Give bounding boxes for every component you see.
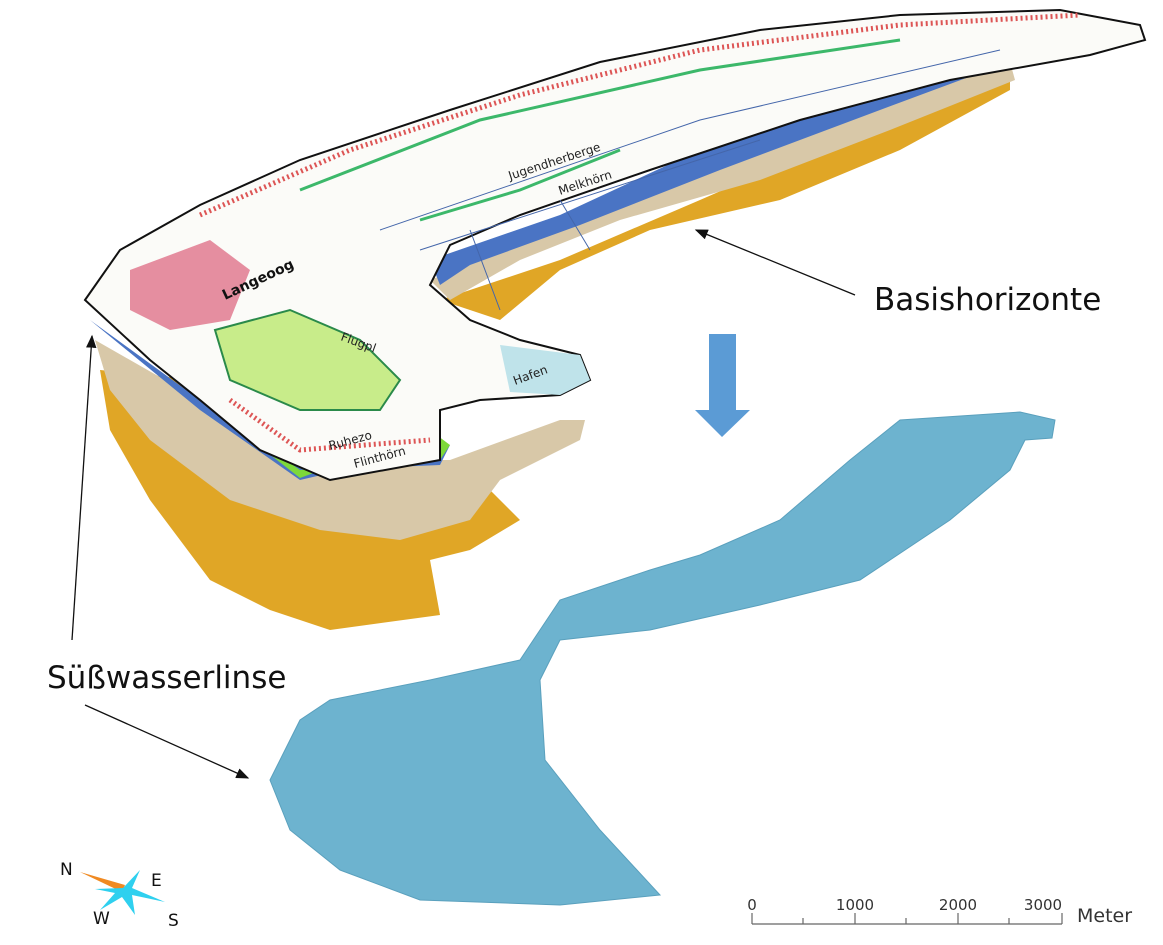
scale-tick-2000: 2000 — [939, 896, 977, 914]
compass-w: W — [93, 909, 110, 929]
scale-unit: Meter — [1077, 905, 1133, 927]
freshwater-lens — [269, 411, 1056, 906]
compass-rose-icon: N E W S — [60, 860, 179, 931]
harbor-area — [500, 345, 590, 395]
scale-tick-3000: 3000 — [1024, 896, 1062, 914]
tan-layer — [95, 340, 585, 540]
label-basishorizonte: Basishorizonte — [874, 282, 1102, 318]
dunes-green — [299, 38, 901, 222]
town-area — [130, 240, 250, 330]
lens-pointer-top — [71, 334, 97, 641]
blue-layer-arm — [430, 45, 1020, 285]
airfield-area — [213, 308, 402, 411]
tan-layer-arm — [430, 62, 1015, 300]
scale-tick-0: 0 — [747, 896, 757, 914]
dunes-pattern — [199, 12, 1081, 453]
basis-pointer — [694, 229, 856, 296]
scale-bar — [751, 913, 1063, 925]
compass-e: E — [151, 871, 162, 891]
compass-n: N — [60, 860, 73, 880]
label-suesswasserlinse: Süßwasserlinse — [47, 660, 287, 696]
compass-s: S — [168, 911, 179, 931]
lens-pointer-bottom — [84, 704, 250, 779]
scale-tick-1000: 1000 — [836, 896, 874, 914]
roads — [379, 49, 1001, 311]
down-arrow-icon — [695, 334, 750, 437]
